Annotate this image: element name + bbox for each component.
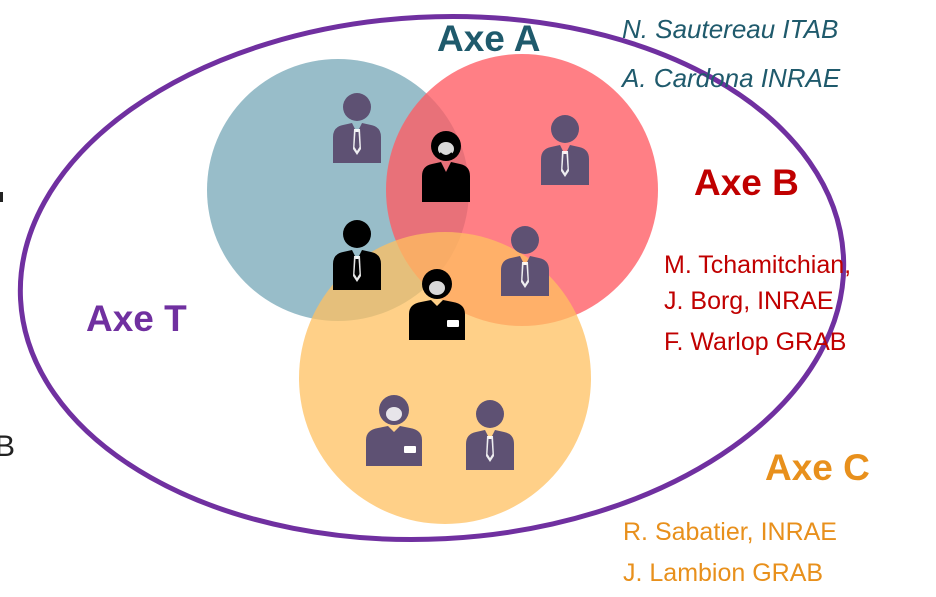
axe-c-name-2: J. Lambion GRAB: [623, 559, 824, 587]
edge-fragment-mark: [0, 192, 3, 202]
edge-fragment-text: B: [0, 430, 16, 463]
axe-a-title: Axe A: [437, 18, 541, 59]
axe-b-name-3: F. Warlop GRAB: [664, 328, 847, 356]
axe-a-name-1: N. Sautereau ITAB: [622, 14, 839, 44]
axe-c-title: Axe C: [765, 447, 870, 488]
axe-c-name-1: R. Sabatier, INRAE: [623, 518, 837, 546]
axe-b-title: Axe B: [694, 162, 799, 203]
axe-t-title: Axe T: [86, 298, 187, 339]
axe-t-ellipse: [17, 13, 847, 543]
axe-b-name-2: J. Borg, INRAE: [664, 287, 834, 315]
axe-b-name-1: M. Tchamitchian,: [664, 251, 852, 279]
axe-a-name-2: A. Cardona INRAE: [622, 63, 841, 93]
